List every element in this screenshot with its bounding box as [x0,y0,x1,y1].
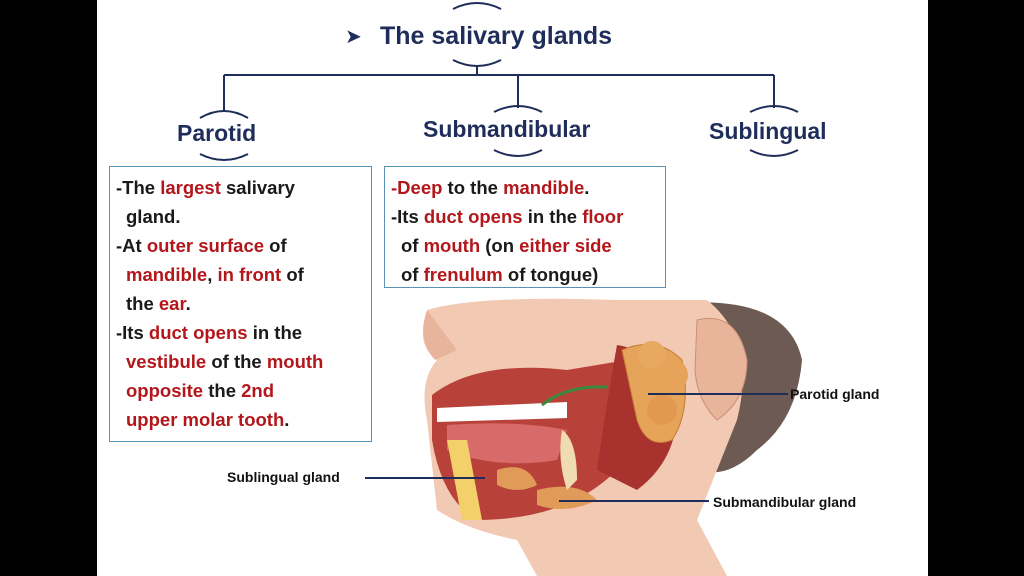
text-line: -The largest salivary [116,173,363,202]
highlighted-text: mandible [503,177,585,198]
text-segment: of [281,264,304,285]
highlighted-text: vestibule [126,351,207,372]
text-line: -At outer surface of [116,231,363,260]
submandibular-description-box: -Deep to the mandible.-Its duct opens in… [384,166,666,288]
text-segment: the [203,380,242,401]
sublingual-pointer-line [365,477,485,479]
text-line: -Deep to the mandible. [391,173,657,202]
label-parotid-gland: Parotid gland [790,386,880,402]
text-line: of mouth (on either side [391,231,657,260]
text-segment: of [401,235,424,256]
slide: ➤ The salivary glands Parotid Submandibu… [97,0,928,576]
arrow-bullet-icon: ➤ [345,26,362,48]
submandibular-pointer-line [559,500,709,502]
text-line: mandible, in front of [116,260,363,289]
text-segment: of [264,235,287,256]
highlighted-text: mouth [423,235,481,256]
text-line: vestibule of the mouth [116,347,363,376]
highlighted-text: frenulum [423,264,503,285]
highlighted-text: either side [519,235,612,256]
highlighted-text: - [391,177,398,198]
heading-parotid: Parotid [177,120,257,146]
highlighted-text: upper molar tooth [126,409,285,430]
text-segment: -Its [116,322,149,343]
text-segment: of the [206,351,267,372]
label-sublingual-gland: Sublingual gland [227,469,340,485]
parotid-pointer-line [648,393,788,395]
hierarchy-connector [199,2,799,161]
highlighted-text: mandible [126,264,208,285]
highlighted-text: duct opens [423,206,523,227]
text-segment: (on [480,235,520,256]
heading-sublingual: Sublingual [709,118,827,144]
highlighted-text: opposite [126,380,204,401]
highlighted-text: largest [160,177,221,198]
text-line: gland. [116,202,363,231]
text-line: -Its duct opens in the floor [391,202,657,231]
text-line: -Its duct opens in the [116,318,363,347]
heading-submandibular: Submandibular [423,116,591,142]
highlighted-text: ear [158,293,186,314]
text-segment: of [401,264,424,285]
page-title: The salivary glands [380,22,613,50]
label-submandibular-gland: Submandibular gland [713,494,857,510]
parotid-description-box: -The largest salivary gland. -At outer sur… [109,166,372,442]
highlighted-text: floor [582,206,624,227]
text-line: upper molar tooth. [116,405,363,434]
highlighted-text: duct opens [148,322,248,343]
text-segment: -The [116,177,161,198]
text-segment: , [207,264,218,285]
highlighted-text: Deep [397,177,443,198]
highlighted-text: outer surface [146,235,265,256]
text-line: of frenulum of tongue) [391,260,657,289]
text-segment: . [185,293,191,314]
text-line: the ear. [116,289,363,318]
text-segment: in the [522,206,583,227]
highlighted-text: mouth [266,351,324,372]
text-line: opposite the 2nd [116,376,363,405]
text-segment: -Its [391,206,424,227]
highlighted-text: 2nd [241,380,275,401]
text-segment: to the [442,177,504,198]
text-segment: in the [247,322,303,343]
highlighted-text: in front [217,264,282,285]
text-segment: of tongue) [502,264,599,285]
text-segment: salivary [220,177,295,198]
text-segment: . [284,409,290,430]
text-segment: . [584,177,590,198]
text-segment: gland. [126,206,181,227]
text-segment: -At [116,235,147,256]
text-segment: the [126,293,159,314]
